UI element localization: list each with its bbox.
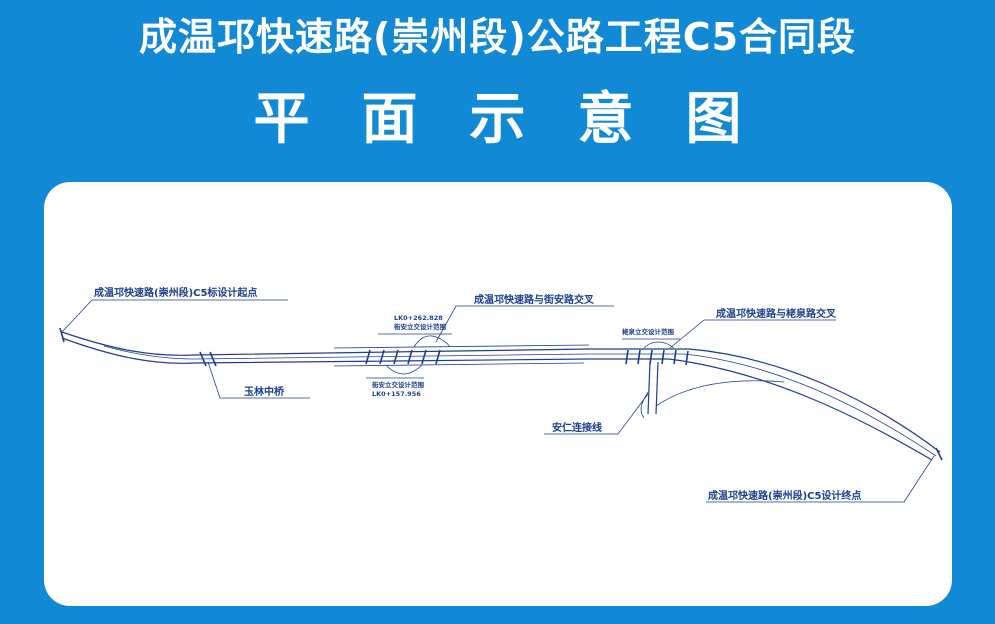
jiean-ramp-south bbox=[385, 364, 423, 375]
label-jiean-range-upper: 街安立交设计范围 bbox=[393, 322, 447, 331]
main-road-upper-edge bbox=[61, 331, 941, 453]
label-jiean-intersection: 成温邛快速路与街安路交叉 bbox=[474, 293, 595, 306]
end-cap bbox=[935, 447, 943, 461]
leader-start bbox=[61, 299, 288, 333]
label-station-lower: LK0+157.956 bbox=[372, 390, 421, 398]
start-cap bbox=[59, 327, 65, 343]
anren-link-left bbox=[647, 361, 651, 415]
label-end-point: 成温邛快速路(崇州段)C5设计终点 bbox=[708, 489, 861, 502]
anren-ramp-right bbox=[655, 380, 785, 407]
label-start-point: 成温邛快速路(崇州段)C5标设计起点 bbox=[94, 286, 257, 299]
diagram-panel: 成温邛快速路(崇州段)C5标设计起点 玉林中桥 成温邛快速路与街安路交叉 成温邛… bbox=[44, 182, 952, 606]
leader-anren bbox=[544, 393, 649, 435]
leader-kaoquan bbox=[669, 319, 836, 349]
label-anren-link: 安仁连接线 bbox=[552, 421, 602, 434]
label-jiean-range-lower: 街安立交设计范围 bbox=[371, 380, 425, 389]
leader-yulin bbox=[207, 361, 310, 399]
leader-end bbox=[706, 455, 935, 503]
leader-jiean bbox=[435, 305, 614, 343]
main-road-lower-edge bbox=[61, 337, 933, 461]
jiean-hatch bbox=[365, 349, 441, 365]
main-road-centerline bbox=[103, 345, 937, 457]
kaoquan-hatch bbox=[625, 349, 689, 366]
yulin-bridge-mark bbox=[199, 351, 217, 367]
label-station-upper: LK0+262.828 bbox=[394, 314, 443, 322]
label-kaoquan-range: 栳泉立交设计范围 bbox=[622, 327, 675, 336]
label-yulin-bridge: 玉林中桥 bbox=[244, 385, 285, 398]
title-line-1: 成温邛快速路(崇州段)公路工程C5合同段 bbox=[138, 15, 857, 59]
label-kaoquan-intersection: 成温邛快速路与栳泉路交叉 bbox=[716, 307, 837, 320]
road-plan-diagram: 成温邛快速路(崇州段)C5标设计起点 玉林中桥 成温邛快速路与街安路交叉 成温邛… bbox=[59, 286, 943, 503]
anren-ramp-left bbox=[640, 391, 649, 419]
kaoquan-ramp-north bbox=[643, 341, 675, 349]
jiean-ramp-north bbox=[413, 335, 451, 348]
side-road-2 bbox=[333, 362, 585, 367]
title-line-2: 平面示意图 bbox=[253, 87, 794, 152]
side-road-1 bbox=[333, 344, 590, 349]
